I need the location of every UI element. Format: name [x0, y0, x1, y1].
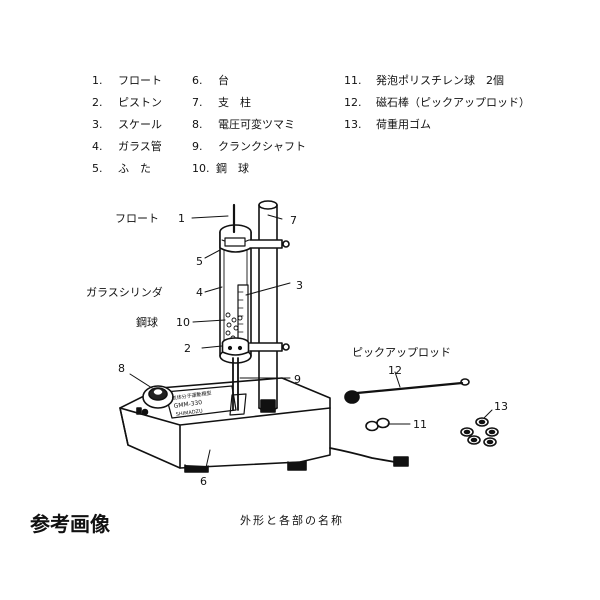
- part-item-11: 11.発泡ポリスチレン球 2個: [344, 74, 504, 87]
- part-item-6: 6.台: [192, 74, 229, 87]
- part-item-1: 1.フロート: [92, 74, 162, 87]
- crankshaft: [232, 357, 239, 411]
- label-float: フロート: [115, 212, 159, 225]
- device-model: GMM-330: [173, 399, 202, 410]
- float-part: [224, 203, 246, 247]
- part-item-7: 7.支 柱: [192, 96, 251, 109]
- part-item-13: 13.荷重用ゴム: [344, 118, 431, 131]
- callout-1: 1: [178, 212, 185, 225]
- scale-part: [237, 284, 249, 346]
- part-item-10: 10.鋼 球: [192, 162, 249, 175]
- caption: 外形と各部の名称: [240, 514, 344, 527]
- callout-2: 2: [184, 342, 191, 355]
- leader-lines: [129, 214, 493, 473]
- part-item-8: 8.電圧可変ツマミ: [192, 118, 295, 131]
- callout-numbers: 1 5 4 3 10 2 7 9 8 6 12 11 13: [118, 212, 508, 488]
- label-pickup-rod: ピックアップロッド: [352, 346, 451, 359]
- power-cord: [329, 447, 409, 467]
- part-item-12: 12.磁石棒（ピックアップロッド）: [344, 96, 530, 109]
- part-item-4: 4.ガラス管: [92, 140, 162, 153]
- part-name-labels: フロート ガラスシリンダ 鋼球 ピックアップロッド: [86, 212, 451, 359]
- part-item-5: 5.ふ た: [92, 162, 151, 175]
- parts-list-col2: 6.台 7.支 柱 8.電圧可変ツマミ 9.クランクシャフト 10.鋼 球: [192, 70, 306, 180]
- callout-6: 6: [200, 475, 207, 488]
- device-brand: SHIMADZU: [175, 408, 203, 418]
- polystyrene-balls: [365, 417, 390, 432]
- part-item-9: 9.クランクシャフト: [192, 140, 306, 153]
- callout-12: 12: [388, 364, 402, 377]
- parts-list-col3: 11.発泡ポリスチレン球 2個 12.磁石棒（ピックアップロッド） 13.荷重用…: [344, 70, 530, 136]
- callout-9: 9: [294, 373, 301, 386]
- callout-7: 7: [290, 214, 297, 227]
- load-rubbers: [460, 417, 499, 447]
- callout-5: 5: [196, 255, 203, 268]
- label-steel-ball: 鋼球: [136, 315, 158, 329]
- label-glass-cylinder: ガラスシリンダ: [86, 285, 163, 299]
- piston-part: [221, 337, 250, 356]
- support-pillar: [249, 200, 290, 413]
- part-item-2: 2.ピストン: [92, 96, 162, 109]
- callout-4: 4: [196, 286, 203, 299]
- callout-3: 3: [296, 279, 303, 292]
- parts-list-col1: 1.フロート 2.ピストン 3.スケール 4.ガラス管 5.ふ た: [92, 70, 162, 180]
- callout-8: 8: [118, 362, 125, 375]
- part-item-3: 3.スケール: [92, 118, 162, 131]
- reference-note: 参考画像: [30, 512, 110, 536]
- pickup-rod: [344, 378, 470, 404]
- callout-10: 10: [176, 316, 190, 329]
- callout-11: 11: [413, 418, 427, 431]
- callout-13: 13: [494, 400, 508, 413]
- base-unit: [119, 377, 331, 473]
